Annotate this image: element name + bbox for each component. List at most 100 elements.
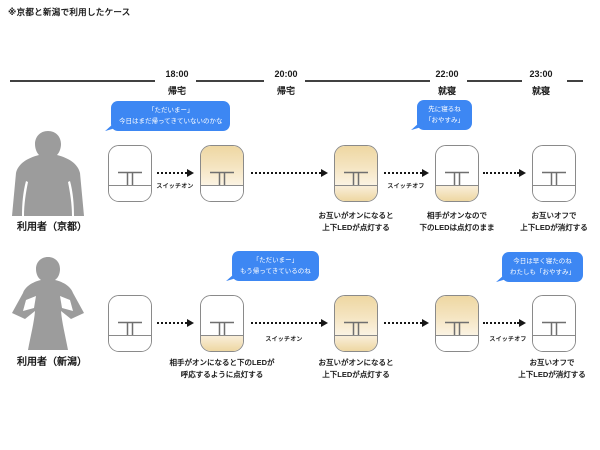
device-caption: 相手がオンなので 下のLEDは点灯のまま bbox=[420, 210, 495, 233]
bubble-line: 「おやすみ」 bbox=[425, 117, 464, 125]
arrow-head-icon bbox=[422, 318, 429, 327]
chat-bubble-kyoto-return: 「ただいまー」 今日はまだ帰ってきていないのかな bbox=[105, 101, 231, 132]
male-user-silhouette bbox=[12, 131, 84, 216]
user-label-niigata: 利用者（新潟） bbox=[17, 357, 87, 368]
bubble-tail bbox=[105, 120, 118, 132]
lower-led-panel bbox=[436, 335, 478, 351]
timeline-time: 20:00 bbox=[274, 69, 298, 79]
caption-line: 上下LEDが点灯する bbox=[322, 369, 390, 379]
arrow-head-icon bbox=[321, 318, 328, 327]
bubble-line: わたしも「おやすみ」 bbox=[510, 269, 575, 277]
lamp-device bbox=[532, 295, 576, 352]
dotted-arrow bbox=[483, 318, 526, 327]
female-user-silhouette bbox=[12, 257, 84, 350]
caption-line: お互いがオンになると bbox=[318, 211, 394, 220]
lamp-device bbox=[532, 145, 576, 202]
page-title: ※京都と新潟で利用したケース bbox=[8, 7, 131, 17]
arrow-head-icon bbox=[519, 318, 526, 327]
caption-line: 下のLEDは点灯のまま bbox=[419, 222, 495, 232]
caption-line: お互いオフで bbox=[531, 211, 577, 220]
chat-bubble-niigata-return: 「ただいまー」 もう帰ってきているのね bbox=[226, 251, 319, 282]
table-icon bbox=[445, 321, 469, 335]
bubble-line: 今日は早く寝たのね bbox=[513, 258, 572, 265]
arrow-head-icon bbox=[422, 168, 429, 177]
upper-led-panel bbox=[436, 296, 478, 335]
lamp-device bbox=[334, 295, 378, 352]
device-caption: お互いオフで 上下LEDが消灯する bbox=[520, 210, 588, 233]
arrow-line bbox=[483, 321, 519, 324]
timeline-segment bbox=[10, 80, 155, 82]
device-caption: お互いオフで 上下LEDが消灯する bbox=[518, 357, 586, 380]
upper-led-panel bbox=[533, 146, 575, 185]
bubble-tail bbox=[226, 270, 239, 282]
caption-line: お互いがオンになると bbox=[318, 358, 394, 367]
caption-line: 呼応するように点灯する bbox=[180, 369, 264, 379]
arrow-line bbox=[251, 321, 321, 324]
bubble-tail bbox=[411, 119, 424, 131]
timeline-segment bbox=[196, 80, 264, 82]
lower-led-panel bbox=[335, 335, 377, 351]
bubble-line: もう帰ってきているのね bbox=[240, 268, 311, 276]
upper-led-panel bbox=[109, 146, 151, 185]
dotted-arrow bbox=[251, 318, 328, 327]
lamp-device bbox=[200, 295, 244, 352]
arrow-head-icon bbox=[187, 168, 194, 177]
timeline-event: 帰宅 bbox=[276, 86, 296, 96]
lamp-device bbox=[435, 145, 479, 202]
timeline-event: 帰宅 bbox=[167, 86, 187, 96]
timeline-segment bbox=[567, 80, 583, 82]
user-label-kyoto: 利用者（京都） bbox=[17, 222, 87, 233]
bubble-line: 今日はまだ帰ってきていないのかな bbox=[119, 118, 223, 126]
bubble-line: 「ただいまー」 bbox=[252, 257, 299, 264]
timeline-time: 22:00 bbox=[435, 69, 459, 79]
table-icon bbox=[445, 171, 469, 185]
table-icon bbox=[118, 171, 142, 185]
table-icon bbox=[542, 321, 566, 335]
arrow-line bbox=[157, 321, 187, 324]
switch-off-label: スイッチオフ bbox=[387, 184, 425, 190]
lower-led-panel bbox=[201, 335, 243, 351]
table-icon bbox=[210, 171, 234, 185]
upper-led-panel bbox=[436, 146, 478, 185]
table-icon bbox=[344, 171, 368, 185]
lamp-device bbox=[200, 145, 244, 202]
lower-led-panel bbox=[436, 185, 478, 201]
caption-line: 上下LEDが消灯する bbox=[520, 222, 588, 232]
lower-led-panel bbox=[335, 185, 377, 201]
chat-bubble-kyoto-sleep: 先に寝るね 「おやすみ」 bbox=[411, 100, 472, 131]
arrow-head-icon bbox=[187, 318, 194, 327]
dotted-arrow bbox=[384, 168, 429, 177]
lower-led-panel bbox=[109, 185, 151, 201]
switch-on-label: スイッチオン bbox=[265, 337, 303, 343]
bubble-line: 「ただいまー」 bbox=[147, 107, 194, 114]
switch-off-label: スイッチオフ bbox=[489, 337, 527, 343]
arrow-head-icon bbox=[519, 168, 526, 177]
lamp-device bbox=[435, 295, 479, 352]
caption-line: 相手がオンなので bbox=[427, 211, 487, 220]
lamp-device bbox=[334, 145, 378, 202]
table-icon bbox=[210, 321, 234, 335]
upper-led-panel bbox=[201, 146, 243, 185]
timeline-event: 就寝 bbox=[437, 86, 457, 96]
lower-led-panel bbox=[533, 185, 575, 201]
upper-led-panel bbox=[201, 296, 243, 335]
upper-led-panel bbox=[335, 296, 377, 335]
arrow-line bbox=[157, 171, 187, 174]
upper-led-panel bbox=[335, 146, 377, 185]
table-icon bbox=[118, 321, 142, 335]
dotted-arrow bbox=[384, 318, 429, 327]
arrow-line bbox=[251, 171, 321, 174]
switch-on-label: スイッチオン bbox=[156, 184, 194, 190]
timeline-segment bbox=[305, 80, 430, 82]
timeline-time: 23:00 bbox=[529, 69, 553, 79]
caption-line: お互いオフで bbox=[529, 358, 575, 367]
chat-bubble-niigata-sleep: 今日は早く寝たのね わたしも「おやすみ」 bbox=[496, 252, 583, 283]
caption-line: 相手がオンになると下のLEDが bbox=[169, 358, 275, 367]
timeline-event: 就寝 bbox=[531, 86, 551, 96]
timeline-time: 18:00 bbox=[165, 69, 189, 79]
table-icon bbox=[542, 171, 566, 185]
timeline-segment bbox=[467, 80, 522, 82]
lower-led-panel bbox=[533, 335, 575, 351]
arrow-line bbox=[384, 321, 422, 324]
